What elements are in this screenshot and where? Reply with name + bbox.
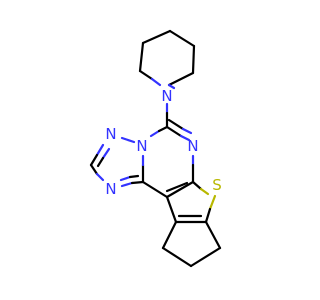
bond (161, 246, 193, 268)
molecule-canvas: N N N N N S (89, 29, 222, 268)
bond (179, 134, 191, 142)
bond (95, 172, 105, 182)
bond (120, 181, 134, 188)
bond (199, 187, 210, 196)
bond (89, 163, 99, 176)
thiophene-ring (165, 180, 217, 224)
bond (128, 174, 140, 179)
atom-thiophene-s: S (212, 176, 222, 194)
atom-triazole-n-bottom: N (105, 180, 116, 198)
bond (208, 194, 217, 211)
atom-labels: N N N N N S (105, 87, 221, 198)
piperidine-ring (138, 29, 196, 90)
bond (130, 180, 145, 185)
bond (204, 207, 212, 224)
atom-piperidine-n: N (161, 87, 172, 105)
bond (181, 127, 193, 135)
bond (167, 118, 185, 131)
bond (150, 77, 162, 87)
atom-triazole-n-top: N (105, 125, 116, 143)
bond (168, 29, 196, 48)
bond (191, 180, 203, 191)
bond (165, 125, 183, 138)
bond (95, 143, 105, 157)
bond (191, 44, 196, 75)
bond (149, 129, 161, 138)
bond (204, 220, 222, 250)
bond (141, 180, 169, 199)
bond (165, 180, 195, 199)
bond (101, 147, 111, 160)
bond (165, 195, 178, 224)
triazole-ring (89, 136, 145, 188)
cyclopentane-ring (161, 220, 222, 268)
bond (96, 156, 105, 168)
bond (167, 71, 195, 87)
bond (167, 83, 176, 90)
bond (165, 181, 189, 193)
bond (138, 41, 145, 73)
bond (189, 246, 222, 268)
bond (89, 153, 99, 167)
atom-triazole-n-fused: N (136, 137, 147, 155)
molecule-structure: N N N N N S (89, 29, 222, 268)
bond (119, 175, 132, 182)
bond (141, 29, 172, 45)
atom-pyrimidine-n: N (187, 137, 198, 155)
bond (138, 69, 154, 81)
bond (161, 220, 178, 250)
bond (120, 136, 136, 144)
pyrimidine-ring (141, 118, 195, 199)
bond (157, 125, 169, 133)
